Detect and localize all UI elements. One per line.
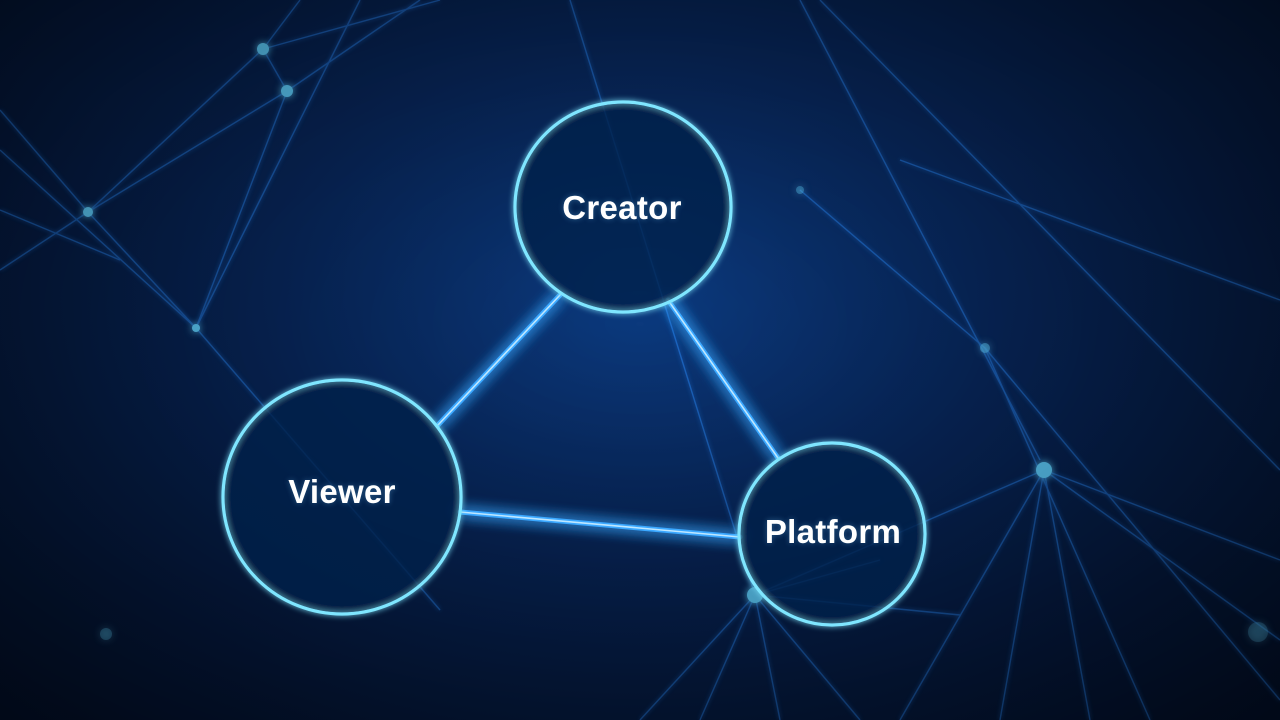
node-platform-label: Platform	[764, 513, 902, 550]
node-platform-circle	[737, 441, 927, 627]
node-viewer-circle	[221, 378, 463, 616]
node-creator-label: Creator	[562, 189, 682, 226]
node-creator-circle	[513, 100, 733, 314]
node-viewer-label: Viewer	[288, 473, 396, 510]
